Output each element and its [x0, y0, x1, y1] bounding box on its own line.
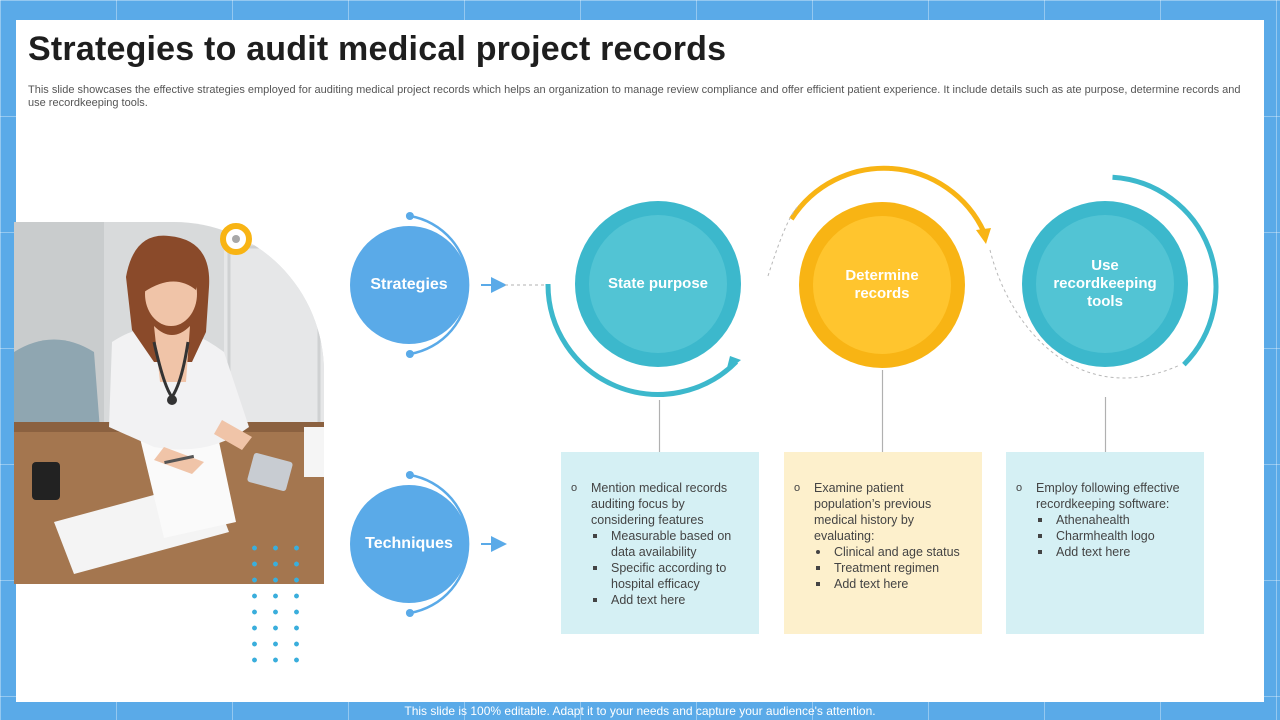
box-sub-point: Add text here — [591, 592, 747, 608]
strategies-label: Strategies — [370, 276, 448, 293]
determine-records-box: Examine patient population’s previous me… — [784, 452, 982, 634]
box-sub-point: Measurable based on data availability — [591, 528, 747, 560]
recordkeeping-circle: Use recordkeeping tools — [1022, 201, 1188, 367]
box-sub-point: Athenahealth — [1036, 512, 1192, 528]
recordkeeping-box: Employ following effective recordkeeping… — [1006, 452, 1204, 634]
techniques-circle: Techniques — [350, 485, 468, 603]
dashed-link-2 — [989, 249, 1181, 379]
page-title: Strategies to audit medical project reco… — [28, 30, 727, 68]
decorative-ring — [220, 223, 252, 255]
recordkeeping-arc — [1112, 174, 1219, 367]
box-sub-point: Clinical and age status — [814, 544, 970, 560]
doctor-illustration — [14, 222, 324, 584]
box-sub-point: Add text here — [1036, 544, 1192, 560]
box-main-point: Examine patient population’s previous me… — [794, 480, 970, 592]
box-sub-point: Add text here — [814, 576, 970, 592]
state-purpose-label: State purpose — [607, 275, 709, 292]
determine-records-circle: Determine records — [799, 202, 965, 368]
box-sub-point: Treatment regimen — [814, 560, 970, 576]
techniques-arc — [405, 471, 507, 617]
box-sub-point: Charmhealth logo — [1036, 528, 1192, 544]
techniques-label: Techniques — [365, 535, 453, 552]
determine-records-arc — [789, 165, 987, 234]
determine-records-label: Determine records — [845, 267, 919, 302]
strategies-arc — [405, 212, 507, 358]
decorative-dots — [244, 540, 304, 664]
box-main-point: Employ following effective recordkeeping… — [1016, 480, 1192, 560]
state-purpose-box: Mention medical records auditing focus b… — [561, 452, 759, 634]
footer-note: This slide is 100% editable. Adapt it to… — [404, 704, 876, 718]
box-sub-point: Specific according to hospital efficacy — [591, 560, 747, 592]
doctor-photo — [14, 222, 324, 584]
page-subtitle: This slide showcases the effective strat… — [28, 84, 1241, 109]
state-purpose-circle: State purpose — [575, 201, 741, 367]
recordkeeping-label: Use recordkeeping tools — [1053, 257, 1157, 310]
box-main-point: Mention medical records auditing focus b… — [571, 480, 747, 608]
strategies-circle: Strategies — [350, 226, 468, 344]
state-purpose-arc — [545, 283, 739, 397]
